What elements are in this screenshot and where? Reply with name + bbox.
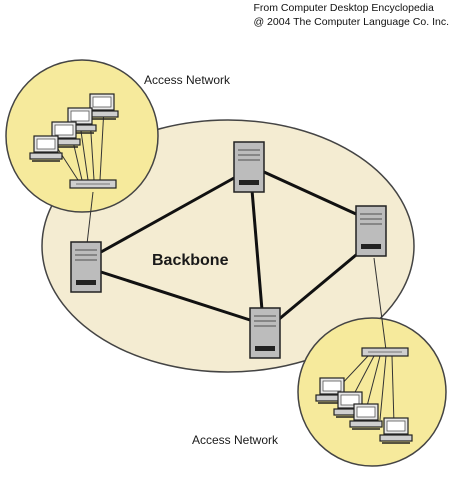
access-network-bottom-area — [297, 317, 447, 467]
server-right — [355, 205, 387, 257]
server-top — [233, 141, 265, 193]
link-left-bottom — [100, 270, 251, 322]
backbone-links — [100, 170, 363, 322]
copyright-notice: From Computer Desktop Encyclopedia @ 200… — [253, 1, 449, 29]
server-left — [70, 241, 102, 293]
access-links — [55, 107, 395, 425]
access-network-bottom-label: Access Network — [192, 433, 279, 447]
credit-line-1: From Computer Desktop Encyclopedia — [253, 2, 434, 14]
backbone-label: Backbone — [152, 252, 229, 269]
pc-bottom-4 — [379, 417, 413, 444]
link-top-bottom — [250, 189, 264, 311]
hub-bottom — [361, 347, 409, 357]
pc-top-4 — [29, 135, 63, 162]
credit-line-2: @ 2004 The Computer Language Co. Inc. — [253, 16, 449, 28]
server-bottom — [249, 307, 281, 359]
link-top-right — [263, 170, 357, 216]
link-left-top — [100, 176, 235, 254]
link-right-bottom — [277, 248, 363, 322]
pc-bottom-3 — [349, 403, 383, 430]
hub-top — [69, 179, 117, 189]
access-network-top-label: Access Network — [144, 73, 231, 87]
